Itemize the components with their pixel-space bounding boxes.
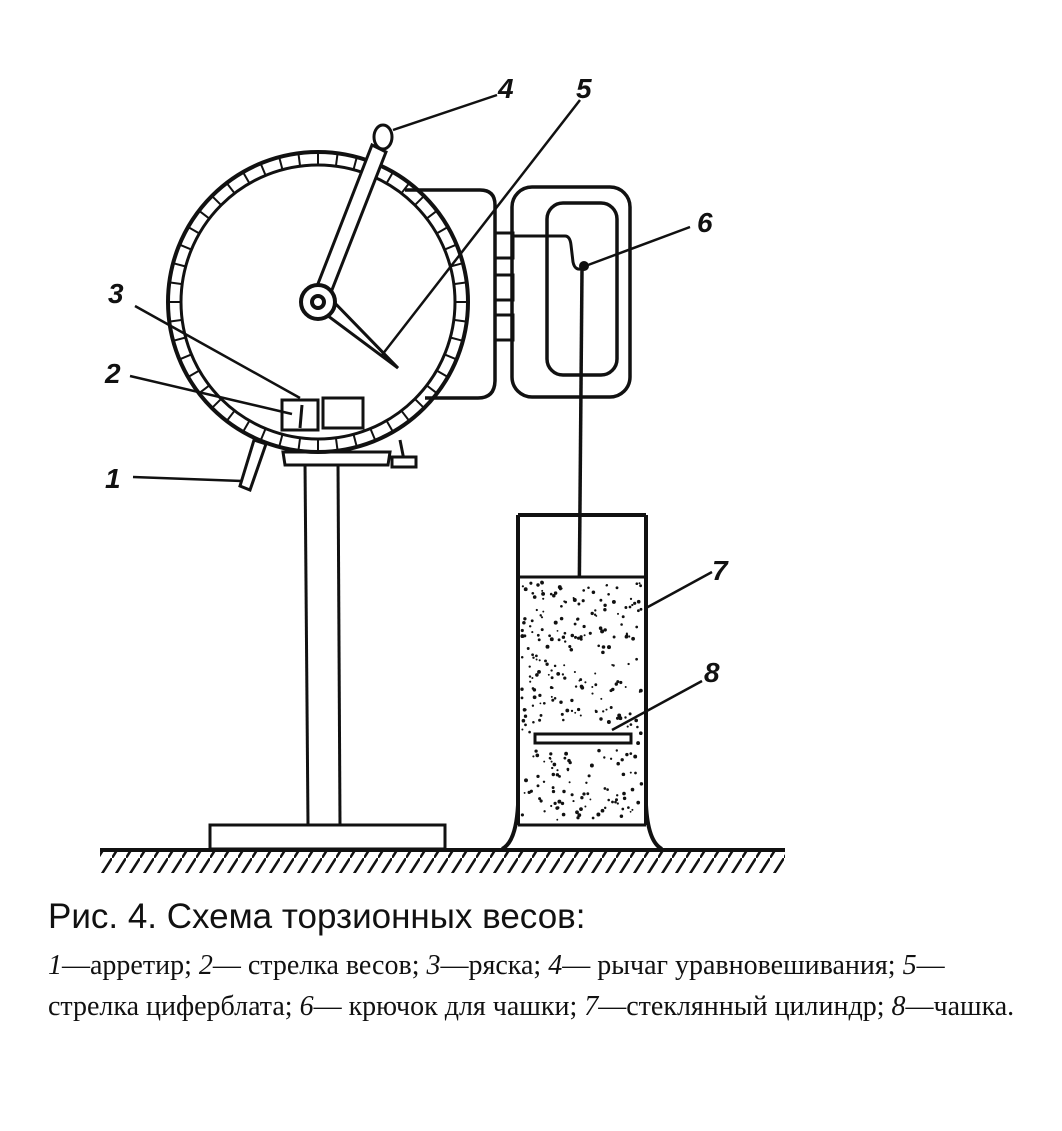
legend-item-separator: — xyxy=(916,950,945,981)
leader-lines xyxy=(129,93,713,732)
label-7: 7 xyxy=(712,555,729,586)
legend-item: 4— рычаг уравновешивания; xyxy=(548,950,902,981)
cup-hook xyxy=(579,261,589,271)
legend-item-number: 8 xyxy=(891,991,906,1022)
legend-item-text: стрелка циферблата; xyxy=(48,991,300,1022)
legend-item-text: крючок для чашки; xyxy=(348,991,585,1022)
legend-item: 8—чашка. xyxy=(892,991,1015,1022)
legend-item-separator: — xyxy=(562,950,598,981)
legend-item: 3—ряска; xyxy=(426,950,548,981)
label-5: 5 xyxy=(576,73,592,104)
legend-item-separator: — xyxy=(62,950,90,981)
legend-item-text: арретир; xyxy=(90,950,199,981)
hook-housing xyxy=(510,185,632,399)
legend-item-separator: — xyxy=(212,950,248,981)
liquid xyxy=(520,580,644,821)
dial-scale xyxy=(168,152,468,452)
legend-item: 7—стеклянный цилиндр; xyxy=(584,991,891,1022)
label-3: 3 xyxy=(108,278,124,309)
legend-item-text: стрелка весов; xyxy=(247,950,427,981)
legend-item-separator: — xyxy=(440,950,469,981)
label-2: 2 xyxy=(104,358,121,389)
legend-item-text: стеклянный цилиндр; xyxy=(626,991,892,1022)
legend-item-separator: — xyxy=(313,991,349,1022)
figure-caption: Рис. 4. Схема торзионных весов: 1—аррети… xyxy=(48,895,1028,1027)
legend-item-number: 7 xyxy=(584,991,599,1022)
beam-indicator-windows xyxy=(280,396,365,432)
legend-item: 5—стрелка циферблата; xyxy=(48,950,945,1022)
glass-cylinder xyxy=(500,513,664,851)
legend-item-text: ряска; xyxy=(468,950,549,981)
label-6: 6 xyxy=(697,207,713,238)
legend-item-text: рычаг уравновешивания; xyxy=(597,950,903,981)
legend-item: 2— стрелка весов; xyxy=(199,950,427,981)
legend-item-number: 5 xyxy=(902,950,917,981)
legend-item-separator: — xyxy=(905,991,934,1022)
legend-item: 6— крючок для чашки; xyxy=(300,991,585,1022)
balance-dial xyxy=(166,150,470,454)
balance-housing xyxy=(405,188,497,400)
callout-labels: 1 2 3 4 5 6 7 8 xyxy=(104,73,729,688)
legend-item-number: 1 xyxy=(48,950,62,981)
legend-item-separator: — xyxy=(598,991,627,1022)
label-1: 1 xyxy=(105,463,121,494)
ground xyxy=(100,848,785,873)
caption-title: Рис. 4. Схема торзионных весов: xyxy=(48,897,586,936)
legend-item-text: чашка. xyxy=(933,991,1015,1022)
legend-item-number: 6 xyxy=(299,991,314,1022)
label-4: 4 xyxy=(497,73,514,104)
balance-stand xyxy=(208,450,447,851)
dial-hub xyxy=(299,283,337,321)
legend-item: 1—арретир; xyxy=(48,950,199,981)
arrester xyxy=(238,438,418,492)
legend-item-number: 4 xyxy=(548,950,563,981)
torsion-balance-diagram: 1 2 3 4 5 6 7 8 xyxy=(100,73,785,873)
caption-legend: 1—арретир; 2— стрелка весов; 3—ряска; 4—… xyxy=(48,945,1028,1027)
label-8: 8 xyxy=(704,657,720,688)
legend-item-number: 3 xyxy=(426,950,441,981)
legend-item-number: 2 xyxy=(198,950,213,981)
cup xyxy=(533,732,633,745)
